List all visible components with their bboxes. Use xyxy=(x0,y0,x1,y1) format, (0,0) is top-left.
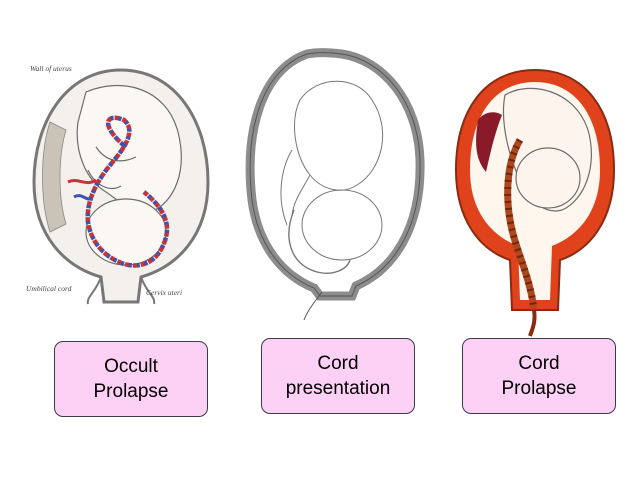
occult-prolapse-label-line-1: Occult xyxy=(104,356,158,377)
placenta xyxy=(476,112,502,172)
cord-presentation-label: Cord presentation xyxy=(261,338,415,414)
occult-prolapse-label-line-2: Prolapse xyxy=(93,381,169,402)
cervix xyxy=(86,276,156,305)
cord-prolapse-label: Cord Prolapse xyxy=(462,338,616,414)
cord-prolapse-label-line-1: Cord xyxy=(518,353,560,374)
cervix-uteri-annotation: Cervix uteri xyxy=(146,288,183,297)
wall-of-uterus-annotation: Wall of uterus xyxy=(30,64,72,73)
cord-presentation-illustration xyxy=(232,40,432,321)
umbilical-cord xyxy=(288,209,351,274)
cord-prolapse-label-line-2: Prolapse xyxy=(501,378,577,399)
cord-presentation-drawing xyxy=(245,48,425,321)
occult-prolapse-label: Occult Prolapse xyxy=(54,341,208,417)
cord-prolapse-drawing xyxy=(454,68,616,337)
cord-presentation-label-line-2: presentation xyxy=(285,378,391,399)
cord-prolapse-illustration xyxy=(450,60,620,340)
umbilical-cord-annotation: Umbilical cord xyxy=(26,284,72,293)
fetus-head xyxy=(301,189,383,261)
fetus-head xyxy=(515,147,581,209)
cord-presentation-label-line-1: Cord xyxy=(317,353,359,374)
fetus-body xyxy=(294,80,384,191)
umbilical-cord-blue xyxy=(85,115,170,268)
uterus-texture xyxy=(42,121,67,233)
occult-prolapse-drawing xyxy=(32,68,210,305)
occult-prolapse-illustration: Wall of uterus Umbilical cord Cervix ute… xyxy=(26,52,216,312)
